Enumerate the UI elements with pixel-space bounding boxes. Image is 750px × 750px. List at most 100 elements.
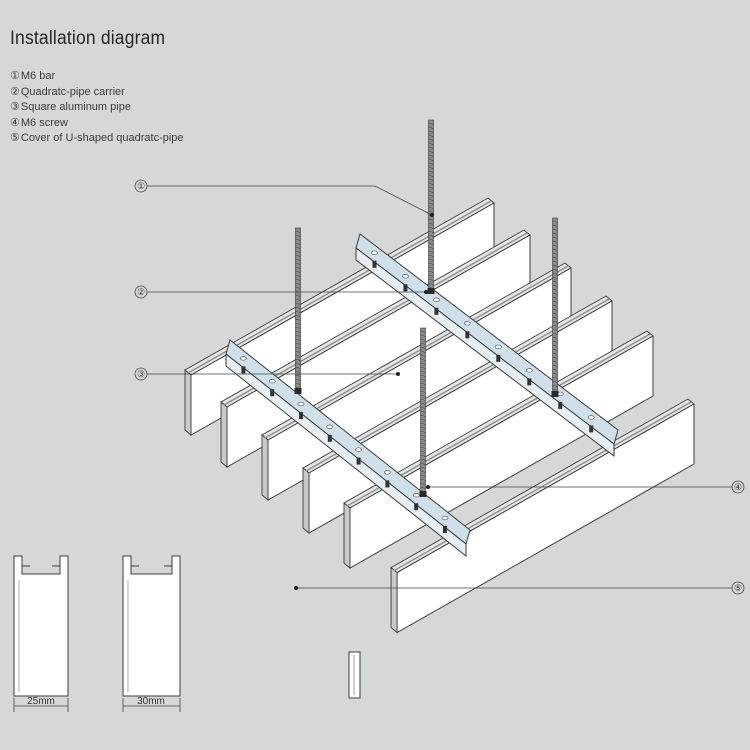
m6-screw bbox=[589, 425, 594, 433]
rod-thread bbox=[552, 252, 558, 255]
rod-thread bbox=[428, 210, 434, 213]
rod-thread bbox=[295, 286, 301, 289]
rod-thread bbox=[420, 378, 426, 381]
pipe-end bbox=[390, 566, 398, 634]
rod-thread bbox=[428, 246, 434, 249]
rod-thread bbox=[428, 150, 434, 153]
callout-5: ⑤ bbox=[731, 581, 745, 595]
rod-thread bbox=[428, 178, 434, 181]
rod-thread bbox=[552, 248, 558, 251]
svg-text:②: ② bbox=[137, 287, 145, 297]
rod-thread bbox=[552, 256, 558, 259]
rod-thread bbox=[420, 434, 426, 437]
pipe-end bbox=[184, 369, 192, 436]
rod-thread bbox=[295, 306, 301, 309]
leader-1 bbox=[146, 185, 433, 216]
rod-thread bbox=[428, 234, 434, 237]
rod-thread bbox=[552, 372, 558, 375]
rod-thread bbox=[552, 340, 558, 343]
rod-thread bbox=[552, 348, 558, 351]
rod-thread bbox=[295, 346, 301, 349]
rod-thread bbox=[428, 202, 434, 205]
svg-text:25mm: 25mm bbox=[27, 696, 55, 707]
rod-thread bbox=[428, 230, 434, 233]
m6-screw bbox=[527, 378, 532, 386]
pipe-end bbox=[261, 434, 269, 501]
rod-thread bbox=[552, 352, 558, 355]
rod-thread bbox=[428, 198, 434, 201]
m6-screw bbox=[241, 366, 246, 374]
rod-thread bbox=[428, 206, 434, 209]
callout-4: ④ bbox=[731, 480, 745, 494]
rod-thread bbox=[420, 330, 426, 333]
rod-nut bbox=[427, 288, 435, 294]
rod-thread bbox=[552, 324, 558, 327]
rod-thread bbox=[552, 344, 558, 347]
rod-thread bbox=[420, 402, 426, 405]
rod-thread bbox=[295, 314, 301, 317]
rod-thread bbox=[295, 334, 301, 337]
rod-thread bbox=[428, 274, 434, 277]
rod-thread bbox=[552, 296, 558, 299]
rod-thread bbox=[428, 222, 434, 225]
rod-thread bbox=[420, 374, 426, 377]
rod-thread bbox=[295, 254, 301, 257]
carrier-slot bbox=[268, 379, 276, 384]
carrier-slot bbox=[464, 321, 471, 326]
pipe-end bbox=[220, 401, 228, 468]
rod-thread bbox=[428, 262, 434, 265]
rod-thread bbox=[428, 126, 434, 129]
rod-shaft bbox=[428, 119, 434, 293]
rod-thread bbox=[420, 366, 426, 369]
rod-nut bbox=[294, 388, 302, 394]
rod-thread bbox=[428, 162, 434, 165]
rod-thread bbox=[428, 130, 434, 133]
rod-thread bbox=[428, 190, 434, 193]
rod-thread bbox=[428, 226, 434, 229]
rod-thread bbox=[420, 442, 426, 445]
rod-thread bbox=[552, 260, 558, 263]
carrier-slot bbox=[412, 493, 420, 498]
rod-thread bbox=[295, 294, 301, 297]
legend-item-m6-screw: ④M6 screw bbox=[10, 116, 68, 129]
carrier-slot bbox=[371, 250, 378, 255]
rod-thread bbox=[420, 346, 426, 349]
rod-thread bbox=[552, 240, 558, 243]
rod-thread bbox=[428, 186, 434, 189]
m6-screw bbox=[434, 307, 439, 315]
m6-screw bbox=[496, 354, 501, 362]
rod-thread bbox=[420, 418, 426, 421]
m6-bar bbox=[419, 327, 427, 497]
svg-text:④: ④ bbox=[734, 482, 742, 492]
m6-screw bbox=[372, 260, 377, 268]
rod-thread bbox=[295, 242, 301, 245]
rod-thread bbox=[552, 388, 558, 391]
diagram-title: Installation diagram bbox=[10, 28, 166, 49]
rod-thread bbox=[420, 362, 426, 365]
rod-thread bbox=[295, 266, 301, 269]
rod-thread bbox=[552, 336, 558, 339]
rod-thread bbox=[552, 356, 558, 359]
rod-thread bbox=[420, 466, 426, 469]
rod-thread bbox=[420, 426, 426, 429]
carrier-slot bbox=[384, 470, 391, 475]
rod-thread bbox=[420, 478, 426, 481]
callout-1: ① bbox=[134, 179, 148, 193]
rod-thread bbox=[552, 224, 558, 227]
rod-thread bbox=[295, 338, 301, 341]
carrier-slot bbox=[355, 447, 362, 452]
legend-item-carrier: ②Quadratc-pipe carrier bbox=[10, 85, 125, 98]
carrier-slot bbox=[587, 415, 595, 420]
profile-25mm: 25mm bbox=[13, 555, 69, 712]
rod-thread bbox=[420, 438, 426, 441]
rod-thread bbox=[552, 280, 558, 283]
legend-item-m6-bar: ①M6 bar bbox=[10, 70, 56, 82]
m6-bar bbox=[551, 217, 559, 397]
rod-thread bbox=[295, 322, 301, 325]
rod-thread bbox=[428, 194, 434, 197]
rod-thread bbox=[295, 298, 301, 301]
rod-thread bbox=[428, 250, 434, 253]
rod-thread bbox=[295, 382, 301, 385]
rod-thread bbox=[420, 446, 426, 449]
rod-thread bbox=[428, 122, 434, 125]
